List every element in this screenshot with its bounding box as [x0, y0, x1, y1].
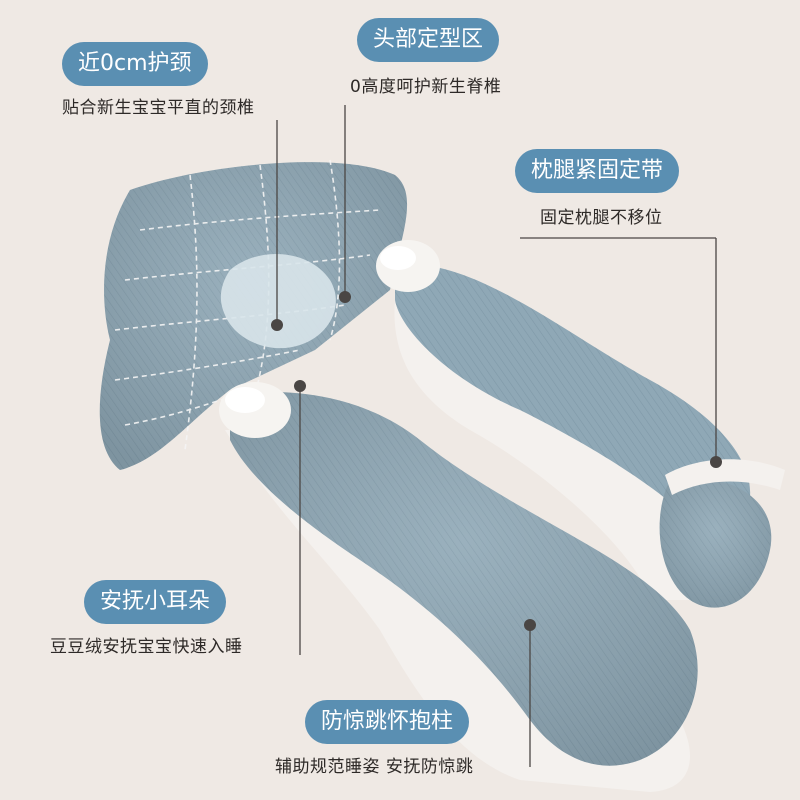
feature-desc-bolster: 辅助规范睡姿 安抚防惊跳 — [275, 757, 474, 777]
feature-title-strap: 枕腿紧固定带 — [515, 149, 680, 193]
feature-desc-head: 0高度呵护新生脊椎 — [350, 77, 502, 97]
plush-ear-top — [376, 240, 440, 292]
callout-dots — [271, 291, 722, 631]
right-bolster — [395, 264, 751, 520]
plush-ear-bottom — [219, 382, 291, 438]
head-stitching — [114, 159, 381, 451]
feature-title-neck: 近0cm护颈 — [62, 42, 208, 86]
feature-title-head: 头部定型区 — [357, 18, 500, 62]
callout-lines — [276, 105, 717, 767]
feature-desc-neck: 贴合新生宝宝平直的颈椎 — [62, 98, 255, 118]
feature-desc-strap: 固定枕腿不移位 — [540, 208, 663, 228]
head-shaping-zone — [220, 253, 336, 349]
leg-strap-band — [665, 459, 785, 495]
feature-title-ears: 安抚小耳朵 — [84, 580, 227, 624]
feature-desc-ears: 豆豆绒安抚宝宝快速入睡 — [50, 637, 243, 657]
feature-title-bolster: 防惊跳怀抱柱 — [305, 700, 470, 744]
